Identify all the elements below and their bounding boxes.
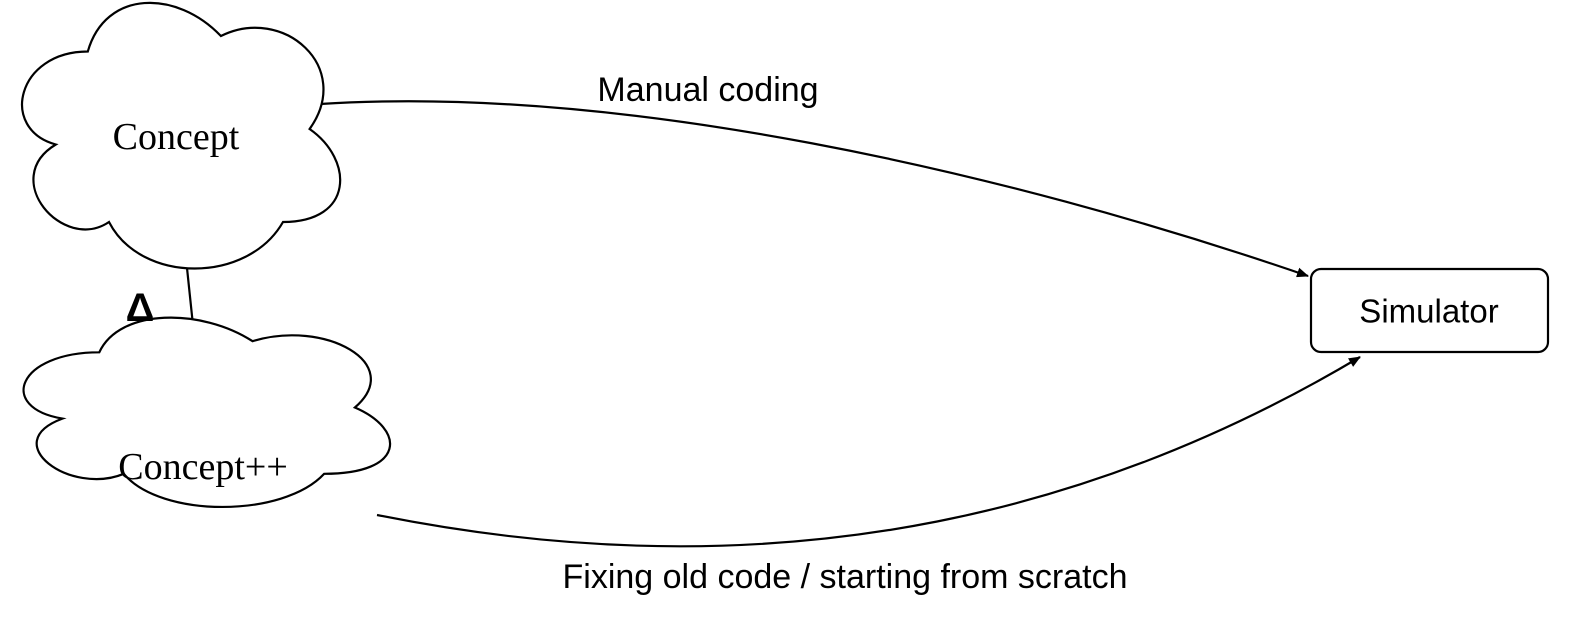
- delta-label: Δ: [125, 286, 155, 330]
- fixing-code-edge[interactable]: [376, 356, 1361, 548]
- manual-coding-edge[interactable]: [319, 100, 1309, 278]
- concept-label: Concept: [112, 116, 240, 158]
- simulator-label: Simulator: [1359, 292, 1499, 330]
- delta-edge[interactable]: [185, 267, 200, 355]
- fixing-code-label: Fixing old code / starting from scratch: [562, 558, 1128, 596]
- manual-coding-label: Manual coding: [597, 71, 819, 109]
- concept-plus-label: Concept++: [118, 446, 288, 488]
